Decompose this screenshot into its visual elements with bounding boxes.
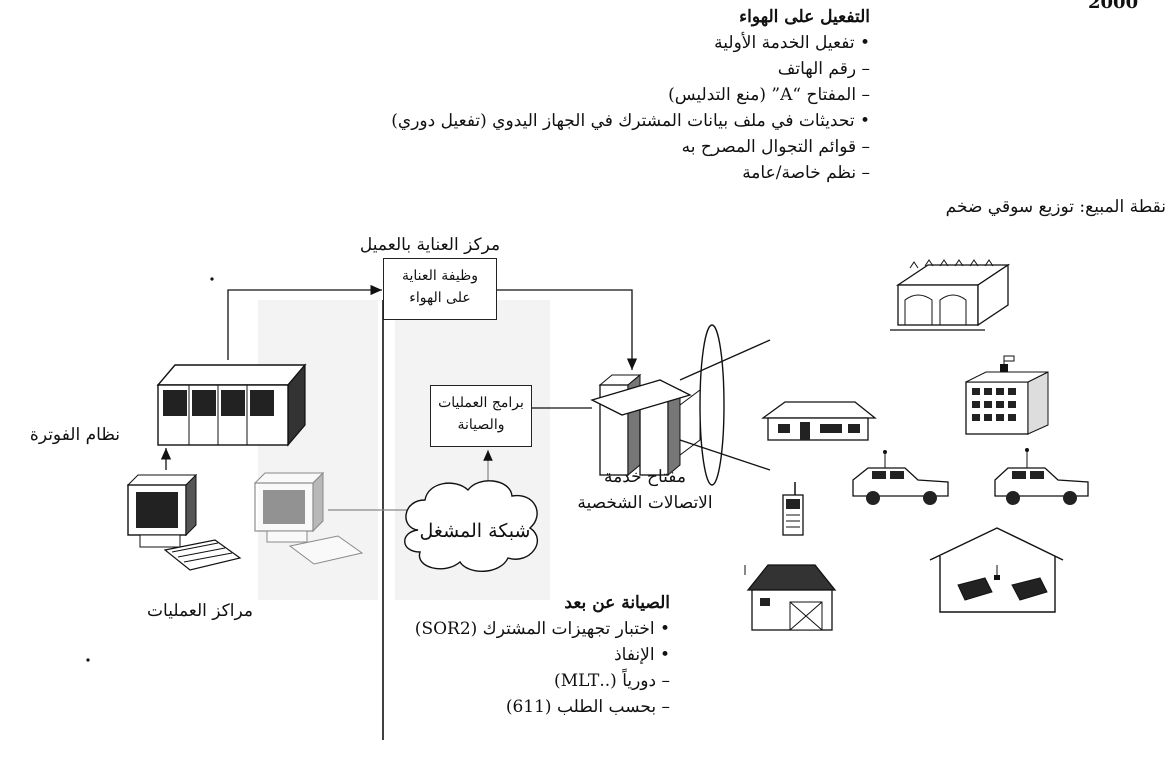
ota-box-line1: وظيفة العناية bbox=[402, 268, 478, 284]
operations-centers-label: مراكز العمليات bbox=[147, 601, 253, 621]
network-cloud-icon bbox=[404, 480, 538, 572]
ota-item: • تحديثات في ملف بيانات المشترك في الجها… bbox=[391, 111, 870, 131]
pcs-switch-label: مفتاح خدمة الاتصالات الشخصية bbox=[560, 464, 730, 516]
warehouse-store-icon bbox=[890, 259, 1011, 331]
ota-to-switch-arrow bbox=[497, 289, 638, 370]
om-box-line2: والصيانة bbox=[457, 417, 505, 433]
operator-network-label: شبكة المشغل bbox=[419, 520, 531, 542]
ota-activation-block: التفعيل على الهواء • تفعيل الخدمة الأولي… bbox=[330, 4, 870, 186]
ota-heading: التفعيل على الهواء bbox=[739, 7, 870, 27]
ota-function-box: وظيفة العناية على الهواء bbox=[383, 258, 497, 320]
mainframe-icon bbox=[156, 363, 307, 447]
barn-icon bbox=[744, 564, 837, 631]
remote-heading: الصيانة عن بعد bbox=[564, 593, 670, 613]
remote-subitem: – دورياً (..MLT) bbox=[554, 671, 670, 691]
remote-item: • الإنفاذ bbox=[614, 645, 670, 665]
computer-terminal-icon bbox=[126, 473, 242, 571]
ota-subitem: – رقم الهاتف bbox=[777, 59, 870, 79]
ota-subitem: – نظم خاصة/عامة bbox=[742, 163, 870, 183]
office-building-icon bbox=[965, 355, 1049, 435]
remote-item: • اختبار تجهيزات المشترك (SOR2) bbox=[414, 619, 670, 639]
ota-box-line2: على الهواء bbox=[409, 290, 471, 306]
om-software-box: برامج العمليات والصيانة bbox=[430, 385, 532, 447]
house-icon bbox=[761, 401, 877, 441]
dot-2 bbox=[86, 658, 90, 662]
ota-item: • تفعيل الخدمة الأولية bbox=[714, 33, 870, 53]
corner-year: 2000 bbox=[1088, 0, 1139, 13]
home-phones-icon bbox=[929, 527, 1064, 613]
car-icon-2 bbox=[994, 448, 1089, 505]
antenna-beam-icon bbox=[679, 324, 771, 486]
computer-terminal-faded-icon bbox=[253, 471, 364, 565]
ota-subitem: – قوائم التجوال المصرح به bbox=[681, 137, 870, 157]
pcs-switch-label-line2: الاتصالات الشخصية bbox=[577, 493, 713, 513]
customer-care-label: مركز العناية بالعميل bbox=[359, 235, 501, 255]
remote-subitem: – بحسب الطلب (611) bbox=[505, 697, 670, 717]
handheld-phone-icon bbox=[782, 482, 804, 536]
ota-subitem: – المفتاح “A” (منع التدليس) bbox=[668, 85, 870, 105]
om-box-line1: برامج العمليات bbox=[438, 395, 524, 411]
point-of-sale-label: نقطة المبيع: توزيع سوقي ضخم bbox=[945, 197, 1166, 217]
billing-to-ota-arrow bbox=[227, 284, 382, 360]
billing-system-label: نظام الفوترة bbox=[29, 425, 120, 445]
remote-maintenance-block: الصيانة عن بعد • اختبار تجهيزات المشترك … bbox=[414, 590, 670, 720]
car-icon bbox=[852, 450, 949, 505]
dot-1 bbox=[210, 277, 214, 281]
pcs-switch-label-line1: مفتاح خدمة bbox=[603, 467, 687, 487]
pcs-switch-icon bbox=[590, 373, 701, 477]
